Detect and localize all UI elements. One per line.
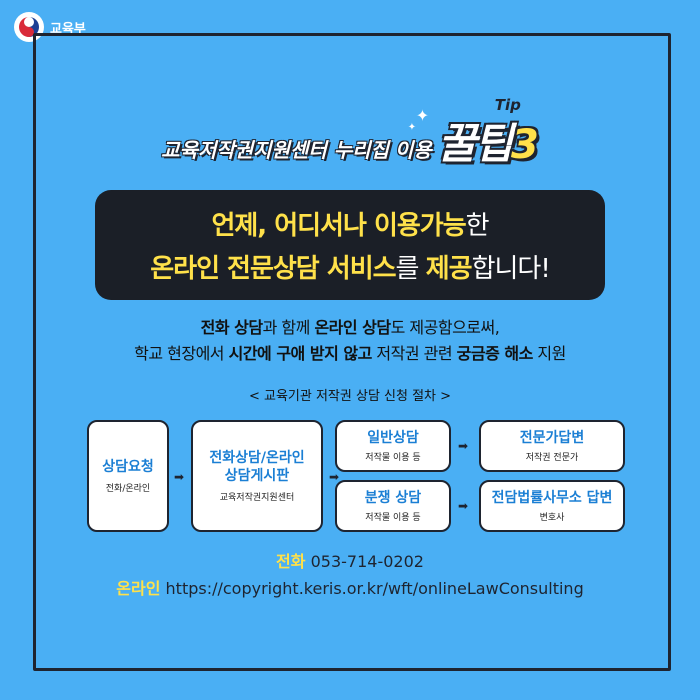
banner-line-2: 온라인 전문상담 서비스를 제공합니다!: [150, 248, 551, 285]
tip-small-label: Tip: [494, 96, 521, 114]
headline-use: 이용: [394, 138, 432, 162]
step-subtitle: 저작권 전문가: [525, 453, 579, 463]
sparkle-icon: ✦: [415, 106, 430, 125]
banner-text: 를: [395, 254, 426, 284]
phone-label: 전화: [276, 552, 306, 571]
banner-text: 한: [465, 211, 490, 241]
phone-number: 053-714-0202: [310, 552, 424, 571]
desc-bold: 온라인 상담: [314, 318, 391, 337]
step-title: 분쟁 상담: [364, 490, 422, 506]
desc-bold: 시간에 구애 받지 않고: [228, 344, 373, 363]
step-law-firm-answer: 전담법률사무소 답변 변호사: [479, 480, 625, 532]
banner-line-1: 언제, 어디서나 이용가능한: [211, 205, 490, 242]
tip-number: 3: [511, 122, 539, 168]
online-url-link[interactable]: https://copyright.keris.or.kr/wft/online…: [165, 579, 584, 598]
desc-text: 저작권 관련: [371, 344, 457, 363]
service-banner: 언제, 어디서나 이용가능한 온라인 전문상담 서비스를 제공합니다!: [95, 190, 605, 300]
desc-bold: 전화 상담: [200, 318, 263, 337]
step-subtitle: 교육저작권지원센터: [219, 493, 295, 503]
contact-phone: 전화 053-714-0202: [0, 548, 700, 572]
arrow-right-icon: ➡: [458, 439, 469, 453]
sparkle-icon: ✦: [407, 122, 417, 133]
step-subtitle: 저작물 이용 등: [365, 453, 421, 463]
desc-text: 도 제공함으로써,: [390, 318, 500, 337]
banner-text: 합니다!: [471, 254, 551, 284]
step-phone-online-board: 전화상담/온라인 상담게시판 교육저작권지원센터: [191, 420, 323, 532]
step-title: 전문가답변: [519, 430, 585, 446]
description-line-2: 학교 현장에서 시간에 구애 받지 않고 저작권 관련 궁금증 해소 지원: [0, 341, 700, 367]
process-title: < 교육기관 저작권 상담 신청 절차 >: [248, 389, 452, 404]
description-line-1: 전화 상담과 함께 온라인 상담도 제공함으로써,: [0, 315, 700, 341]
taegeuk-emblem-icon: [14, 12, 44, 42]
ministry-logo: 교육부: [14, 12, 86, 42]
arrow-right-icon: ➡: [174, 470, 185, 484]
step-title: 상담요청: [102, 459, 154, 475]
banner-highlight: 제공: [425, 254, 473, 284]
desc-text: 학교 현장에서: [134, 344, 229, 363]
arrow-right-icon: ➡: [329, 470, 340, 484]
content-frame: [33, 33, 671, 671]
step-subtitle: 전화/온라인: [105, 484, 151, 494]
step-subtitle: 저작물 이용 등: [365, 513, 421, 523]
banner-highlight: 언제, 어디서나 이용가능: [211, 211, 466, 241]
online-label: 온라인: [116, 579, 161, 598]
description: 전화 상담과 함께 온라인 상담도 제공함으로써, 학교 현장에서 시간에 구애…: [0, 315, 700, 367]
headline: 교육저작권지원센터 누리집 이용 ✦ ✦ Tip 꿀팁3: [0, 96, 700, 171]
step-title: 전담법률사무소 답변: [491, 490, 613, 506]
tip-badge: ✦ ✦ Tip 꿀팁3: [408, 96, 539, 171]
ministry-name: 교육부: [50, 21, 86, 37]
headline-text: 교육저작권지원센터 누리집: [161, 138, 389, 162]
step-title: 일반상담: [367, 430, 419, 446]
step-consult-request: 상담요청 전화/온라인: [87, 420, 169, 532]
step-title: 상담게시판: [224, 468, 290, 484]
banner-highlight: 온라인 전문상담 서비스: [150, 254, 396, 284]
step-subtitle: 변호사: [539, 513, 565, 523]
step-dispute-consult: 분쟁 상담 저작물 이용 등: [335, 480, 451, 532]
desc-text: 과 함께: [262, 318, 315, 337]
arrow-right-icon: ➡: [458, 499, 469, 513]
tip-big-label: 꿀팁: [437, 119, 513, 168]
step-expert-answer: 전문가답변 저작권 전문가: [479, 420, 625, 472]
step-general-consult: 일반상담 저작물 이용 등: [335, 420, 451, 472]
desc-text: 지원: [532, 344, 566, 363]
desc-bold: 궁금증 해소: [456, 344, 534, 363]
contact-online: 온라인 https://copyright.keris.or.kr/wft/on…: [0, 575, 700, 599]
step-title: 전화상담/온라인: [209, 450, 305, 466]
